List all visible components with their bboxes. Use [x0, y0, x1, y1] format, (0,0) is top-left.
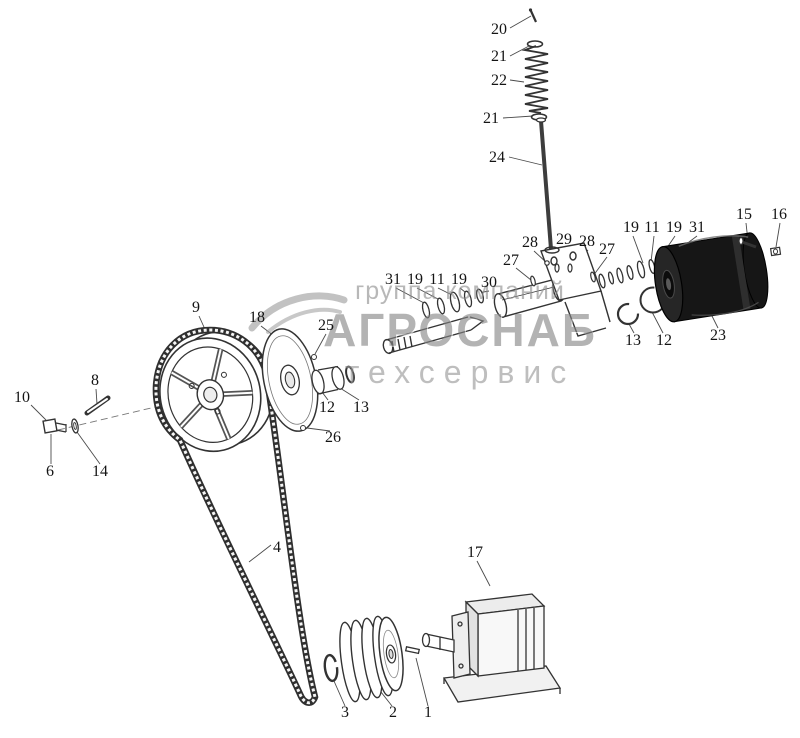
bolt-and-nut [738, 236, 782, 257]
coil-spring [521, 45, 549, 114]
bearing-housing [493, 278, 565, 318]
bracket-fasteners [530, 260, 596, 287]
drive-pulley [159, 330, 275, 453]
shaft-key [404, 646, 421, 655]
tension-rod [535, 117, 554, 264]
brake-disc [261, 328, 319, 432]
tension-drum [653, 232, 769, 323]
stud-25 [311, 354, 317, 360]
washer-set-left [421, 288, 485, 319]
spacer-sleeves [311, 365, 355, 395]
left-fasteners [42, 395, 111, 434]
snap-ring [323, 653, 339, 683]
drive-belt [152, 326, 319, 706]
electric-motor [404, 593, 562, 703]
stud-26 [300, 425, 306, 431]
spring-assembly [521, 8, 549, 121]
driven-pulley [323, 615, 404, 703]
input-shaft [382, 316, 485, 355]
leader-lines [30, 15, 781, 707]
